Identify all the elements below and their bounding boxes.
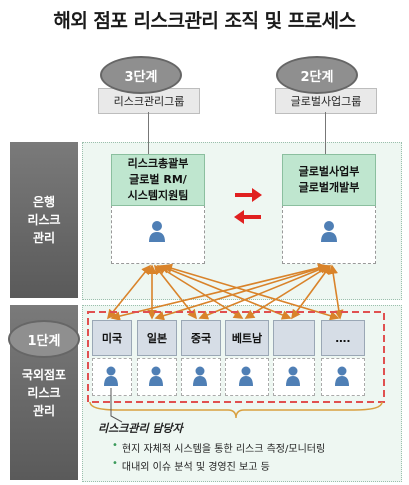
connector-line	[325, 112, 326, 154]
global-dept-box: 글로벌사업부 글로벌개발부	[282, 154, 376, 206]
brace-icon	[89, 401, 383, 419]
person-icon	[239, 366, 253, 386]
legend-bullet-2: • 대내외 이슈 분석 및 경영진 보고 등	[112, 458, 270, 473]
country-box: 미국	[92, 320, 132, 356]
stage-3-badge: 3단계	[100, 56, 182, 94]
person-icon	[321, 221, 337, 242]
person-icon	[193, 366, 207, 386]
country-box: ….	[321, 320, 365, 356]
country-box: 베트남	[225, 320, 269, 356]
bullet-icon: •	[112, 440, 118, 451]
stage-1-badge: 1단계	[8, 320, 80, 358]
risk-dept-box: 리스크총괄부 글로벌 RM/ 시스템지원팀	[111, 154, 205, 206]
bullet-text: 대내외 이슈 분석 및 경영진 보고 등	[121, 462, 270, 473]
person-icon	[286, 366, 300, 386]
legend-bullet-1: • 현지 자체적 시스템을 통한 리스크 측정/모니터링	[112, 440, 325, 455]
pointer-line	[110, 388, 123, 423]
global-business-group: 글로벌사업그룹	[275, 88, 377, 114]
country-box: 일본	[137, 320, 177, 356]
officer-label: 리스크관리 담당자	[98, 422, 183, 435]
bullet-icon: •	[112, 458, 118, 469]
person-icon	[335, 366, 349, 386]
connector-line	[148, 112, 149, 154]
bullet-text: 현지 자체적 시스템을 통한 리스크 측정/모니터링	[121, 444, 326, 455]
bank-risk-label: 은행 리스크 관리	[10, 142, 78, 298]
person-icon	[104, 366, 118, 386]
person-icon	[149, 221, 165, 242]
country-box: 중국	[181, 320, 221, 356]
exchange-arrows-icon	[234, 188, 262, 224]
stage-2-badge: 2단계	[276, 56, 358, 94]
page-title: 해외 점포 리스크관리 조직 및 프로세스	[53, 10, 356, 32]
person-icon	[149, 366, 163, 386]
country-box	[273, 320, 315, 356]
